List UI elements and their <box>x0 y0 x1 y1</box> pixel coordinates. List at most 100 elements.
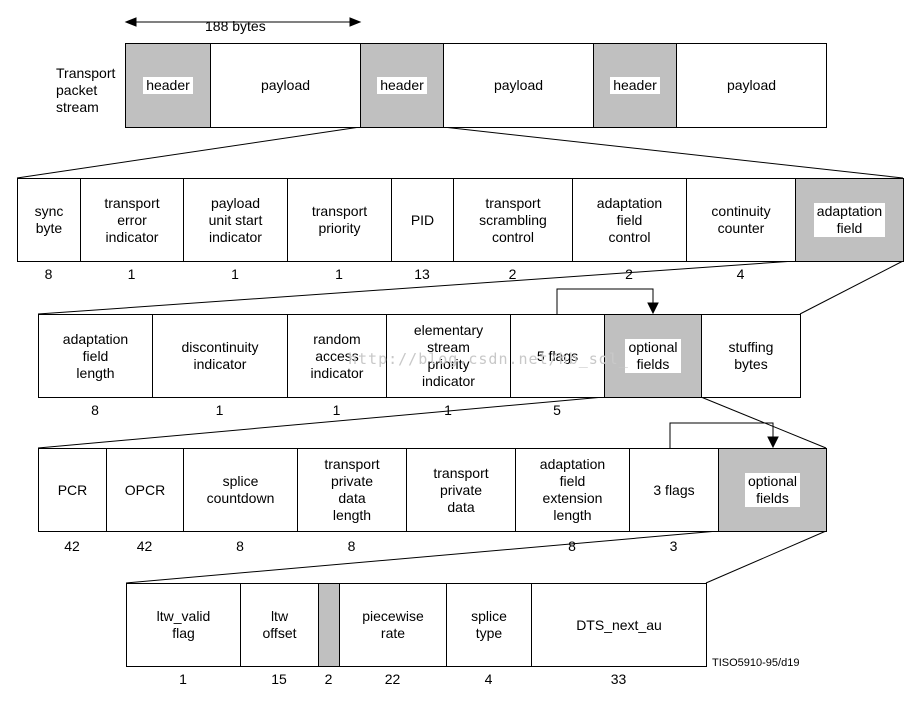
header-fields-box: transport priority <box>287 178 392 262</box>
field-label: adaptation field length <box>62 330 129 381</box>
adaptation-fields-box: discontinuity indicator <box>152 314 288 398</box>
bit-count: 5 <box>553 402 561 418</box>
extension-fields-box: piecewise rate <box>339 583 447 667</box>
bit-count: 13 <box>414 266 430 282</box>
flags-arrow-2-head <box>767 436 779 449</box>
header-fields-box: adaptation field control <box>572 178 687 262</box>
bit-count: 2 <box>508 266 517 282</box>
header-fields-box: adaptation field <box>795 178 904 262</box>
optional-fields-box: splice countdown <box>183 448 298 532</box>
bit-count: 3 <box>669 538 678 554</box>
bit-count: 1 <box>332 402 341 418</box>
bit-count: 8 <box>236 538 244 554</box>
field-label: sync byte <box>34 203 64 236</box>
stream-box: payload <box>210 43 361 128</box>
header-fields-box: transport scrambling control <box>453 178 573 262</box>
adaptation-fields-box: random access indicator <box>287 314 387 398</box>
expand-line-header-right <box>442 126 904 179</box>
bit-count: 1 <box>127 266 136 282</box>
extension-fields-box: splice type <box>446 583 532 667</box>
field-label: transport priority <box>311 203 368 236</box>
extension-fields-box <box>318 583 340 667</box>
adaptation-fields-box: 5 flags <box>510 314 605 398</box>
field-label: ltw offset <box>262 608 297 641</box>
field-label: OPCR <box>124 481 166 498</box>
bit-count: 2 <box>324 671 333 687</box>
bit-count: 15 <box>271 671 287 687</box>
bit-count: 8 <box>347 538 356 554</box>
byte-count-label: 188 bytes <box>205 18 266 34</box>
bit-count: 1 <box>444 402 452 418</box>
field-label: transport error indicator <box>104 194 160 245</box>
extension-fields-box: ltw offset <box>240 583 319 667</box>
optional-fields-box: PCR <box>38 448 107 532</box>
field-label: adaptation field <box>813 203 886 237</box>
adaptation-fields-box: optional fields <box>604 314 702 398</box>
bit-count: 1 <box>335 266 343 282</box>
expand-line-ext-left <box>125 530 719 584</box>
field-label: optional fields <box>744 473 801 507</box>
expand-line-header-left <box>16 126 361 179</box>
optional-fields-box: transport private data length <box>297 448 407 532</box>
field-label: DTS_next_au <box>576 616 662 633</box>
bit-count: 8 <box>568 538 576 554</box>
field-label: continuity counter <box>711 203 771 236</box>
field-label: 5 flags <box>536 347 579 364</box>
optional-fields-box: OPCR <box>106 448 184 532</box>
field-label: stuffing bytes <box>728 339 774 372</box>
bit-count: 33 <box>610 671 627 687</box>
field-label: splice type <box>471 608 507 641</box>
field-label: 3 flags <box>653 481 695 498</box>
field-label: ltw_valid flag <box>156 608 211 641</box>
optional-fields-box: transport private data <box>406 448 516 532</box>
bit-count: 2 <box>625 266 633 282</box>
field-label: transport private data <box>433 464 489 515</box>
header-fields-box: payload unit start indicator <box>183 178 288 262</box>
adaptation-fields-box: stuffing bytes <box>701 314 801 398</box>
field-label: transport private data length <box>324 456 380 523</box>
field-label: payload unit start indicator <box>208 194 263 245</box>
field-label: adaptation field control <box>596 194 663 245</box>
optional-fields-box: 3 flags <box>629 448 719 532</box>
adaptation-fields-box: elementary stream priority indicator <box>386 314 511 398</box>
bit-count: 42 <box>136 538 153 554</box>
header-fields-box: PID <box>391 178 454 262</box>
bit-count: 1 <box>231 266 239 282</box>
stream-box: header <box>125 43 211 128</box>
field-label: piecewise rate <box>362 608 424 641</box>
bit-count: 4 <box>736 266 745 282</box>
field-label: random access indicator <box>310 330 364 381</box>
field-label: header <box>610 77 660 94</box>
bit-count: 1 <box>179 671 187 687</box>
field-label: discontinuity indicator <box>181 339 259 372</box>
field-label: elementary stream priority indicator <box>413 322 484 389</box>
flags-arrow-1-head <box>647 302 659 315</box>
watermark: http://blog.csdn.net/hb_sol_ <box>348 350 629 368</box>
field-label: payload <box>260 77 311 93</box>
expand-line-adaptation-left <box>37 260 796 315</box>
bit-count: 8 <box>44 266 53 282</box>
field-label: adaptation field extension length <box>539 456 606 523</box>
header-fields-box: sync byte <box>17 178 81 262</box>
arrow-head-right <box>349 17 362 27</box>
optional-fields-box: adaptation field extension length <box>515 448 630 532</box>
field-label: PCR <box>57 481 88 498</box>
field-label: header <box>377 77 427 94</box>
expand-line-ext-right <box>705 530 827 584</box>
stream-label: Transport packet stream <box>56 65 116 115</box>
extension-fields-box: DTS_next_au <box>531 583 707 667</box>
stream-box: header <box>593 43 677 128</box>
bit-count: 1 <box>215 402 224 418</box>
expand-line-adaptation-right <box>799 260 904 315</box>
stream-box: payload <box>443 43 594 128</box>
bit-count: 8 <box>91 402 99 418</box>
field-label: payload <box>726 77 777 93</box>
field-label: transport scrambling control <box>479 194 547 245</box>
field-label: splice countdown <box>206 473 275 506</box>
field-label: optional fields <box>625 339 681 373</box>
bit-count: 42 <box>64 538 80 554</box>
figure-code: TISO5910-95/d19 <box>712 657 800 669</box>
flags-arrow-2 <box>669 422 774 448</box>
bit-count: 4 <box>484 671 493 687</box>
header-fields-box: continuity counter <box>686 178 796 262</box>
